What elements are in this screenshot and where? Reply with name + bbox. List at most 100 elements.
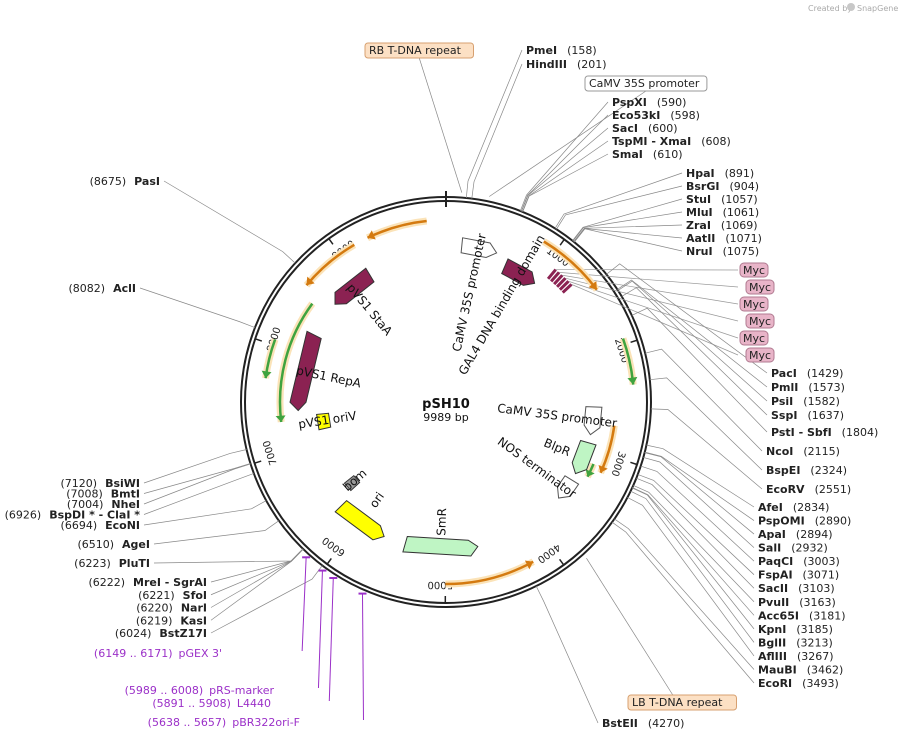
enzyme-name: BsrGI xyxy=(686,180,719,193)
enzyme-site: BsrGI (904) xyxy=(686,180,759,193)
orf-arrowhead xyxy=(598,464,608,473)
orf-arrowhead xyxy=(588,281,597,290)
leader-line xyxy=(640,465,755,562)
snapgene-logo-icon xyxy=(847,3,855,11)
enzyme-position: (608) xyxy=(701,135,731,148)
enzyme-name: SacI xyxy=(612,122,638,135)
feature-label: SmR xyxy=(434,508,449,536)
leader-line xyxy=(143,500,267,526)
primer-name: L4440 xyxy=(237,697,271,710)
enzyme-name: AatII xyxy=(686,232,715,245)
enzyme-position: (7008) xyxy=(66,488,103,501)
enzyme-site: BglII(3213) xyxy=(758,636,833,649)
myc-tag-box xyxy=(745,347,775,363)
myc-tag-label: Myc xyxy=(749,315,771,328)
boxed-label-box xyxy=(364,42,474,59)
enzyme-position: (1429) xyxy=(807,367,844,380)
enzyme-name: AflIII xyxy=(758,650,787,663)
leader-line xyxy=(519,101,609,212)
enzyme-site: TspMI - XmaI(608) xyxy=(612,135,731,148)
enzyme-site: SspI(1637) xyxy=(771,409,844,422)
enzyme-site: PmeI(158) xyxy=(526,44,597,57)
enzyme-name: Eco53kI xyxy=(612,109,660,122)
orf-halo xyxy=(365,217,428,241)
leader-line xyxy=(522,140,609,212)
enzyme-name: SfoI xyxy=(183,589,207,602)
enzyme-name: EcoRI xyxy=(758,677,792,690)
leader-line xyxy=(573,228,683,243)
credit-prefix: Created by xyxy=(808,4,852,13)
enzyme-position: (3185) xyxy=(796,623,833,636)
enzyme-name: SacII xyxy=(758,582,788,595)
leader-line xyxy=(210,548,304,583)
enzyme-name: PsiI xyxy=(771,395,793,408)
boxed-label: CaMV 35S promoter xyxy=(589,77,700,90)
enzyme-name: BspDI * - ClaI * xyxy=(49,509,140,522)
myc-tag-label: Myc xyxy=(743,298,765,311)
enzyme-position: (6221) xyxy=(138,589,175,602)
myc-mark xyxy=(546,268,557,280)
myc-tag-box xyxy=(739,296,769,312)
primer-label: (5638 .. 5657)pBR322ori-F xyxy=(148,716,300,729)
enzyme-position: (1057) xyxy=(721,193,758,206)
enzyme-position: (3462) xyxy=(807,663,844,676)
tick-mark xyxy=(559,239,565,246)
enzyme-position: (7004) xyxy=(67,498,104,511)
enzyme-position: (2834) xyxy=(793,501,830,514)
enzyme-position: (2324) xyxy=(810,464,847,477)
enzyme-position: (1582) xyxy=(803,395,840,408)
primer-label: (6149 .. 6171)pGEX 3' xyxy=(94,647,222,660)
tick-mark xyxy=(326,558,332,565)
feature-bom xyxy=(343,474,361,492)
credit-brand: SnapGene xyxy=(857,4,898,13)
tick-mark xyxy=(328,238,334,245)
leader-line xyxy=(489,90,647,197)
enzyme-position: (3103) xyxy=(798,582,835,595)
leader-line xyxy=(636,477,755,589)
enzyme-name: BglII xyxy=(758,636,786,649)
feature-nos-terminator xyxy=(556,475,580,499)
enzyme-site: PaqCI(3003) xyxy=(758,555,840,568)
enzyme-position: (6222) xyxy=(88,576,125,589)
enzyme-site: KpnI(3185) xyxy=(758,623,833,636)
boxed-label: LB T-DNA repeat xyxy=(632,696,723,709)
leader-line xyxy=(143,449,247,484)
enzyme-site: ZraI(1069) xyxy=(686,219,758,232)
enzyme-position: (2894) xyxy=(796,528,833,541)
enzyme-position: (6220) xyxy=(136,602,173,615)
enzyme-position: (891) xyxy=(725,167,755,180)
plasmid-size: 9989 bp xyxy=(423,411,468,424)
enzyme-site: AflIII(3267) xyxy=(758,650,834,663)
myc-tag-box xyxy=(739,330,769,346)
enzyme-name: PacI xyxy=(771,367,797,380)
enzyme-position: (598) xyxy=(670,109,700,122)
leader-line xyxy=(143,463,251,494)
enzyme-position: (3071) xyxy=(803,569,840,582)
leader-line xyxy=(572,211,683,242)
feature-gal4-dna-binding-domain xyxy=(501,258,536,286)
myc-tag-box xyxy=(745,279,775,295)
enzyme-site: NruI(1075) xyxy=(686,245,759,258)
myc-tag-label: Myc xyxy=(749,281,771,294)
leader-line xyxy=(554,172,683,229)
enzyme-site: (6510)AgeI xyxy=(77,538,150,551)
enzyme-position: (904) xyxy=(729,180,759,193)
enzyme-name: PspXI xyxy=(612,96,647,109)
primer-leader xyxy=(328,577,334,702)
enzyme-site: AatII(1071) xyxy=(686,232,762,245)
leader-line xyxy=(614,518,755,670)
enzyme-name: PvuII xyxy=(758,596,789,609)
enzyme-name: AfeI xyxy=(758,501,783,514)
primer-range: (6149 .. 6171) xyxy=(94,647,173,660)
enzyme-site: (8082)AclI xyxy=(69,282,136,295)
enzyme-site: StuI(1057) xyxy=(686,193,758,206)
tick-mark xyxy=(630,461,638,466)
leader-line xyxy=(649,377,763,471)
feature-pvs1-oriv xyxy=(316,412,332,431)
feature-camv-35s-promoter xyxy=(583,406,603,436)
enzyme-site: PacI (1429) xyxy=(771,367,843,380)
enzyme-name: ApaI xyxy=(758,528,786,541)
enzyme-position: (1069) xyxy=(721,219,758,232)
